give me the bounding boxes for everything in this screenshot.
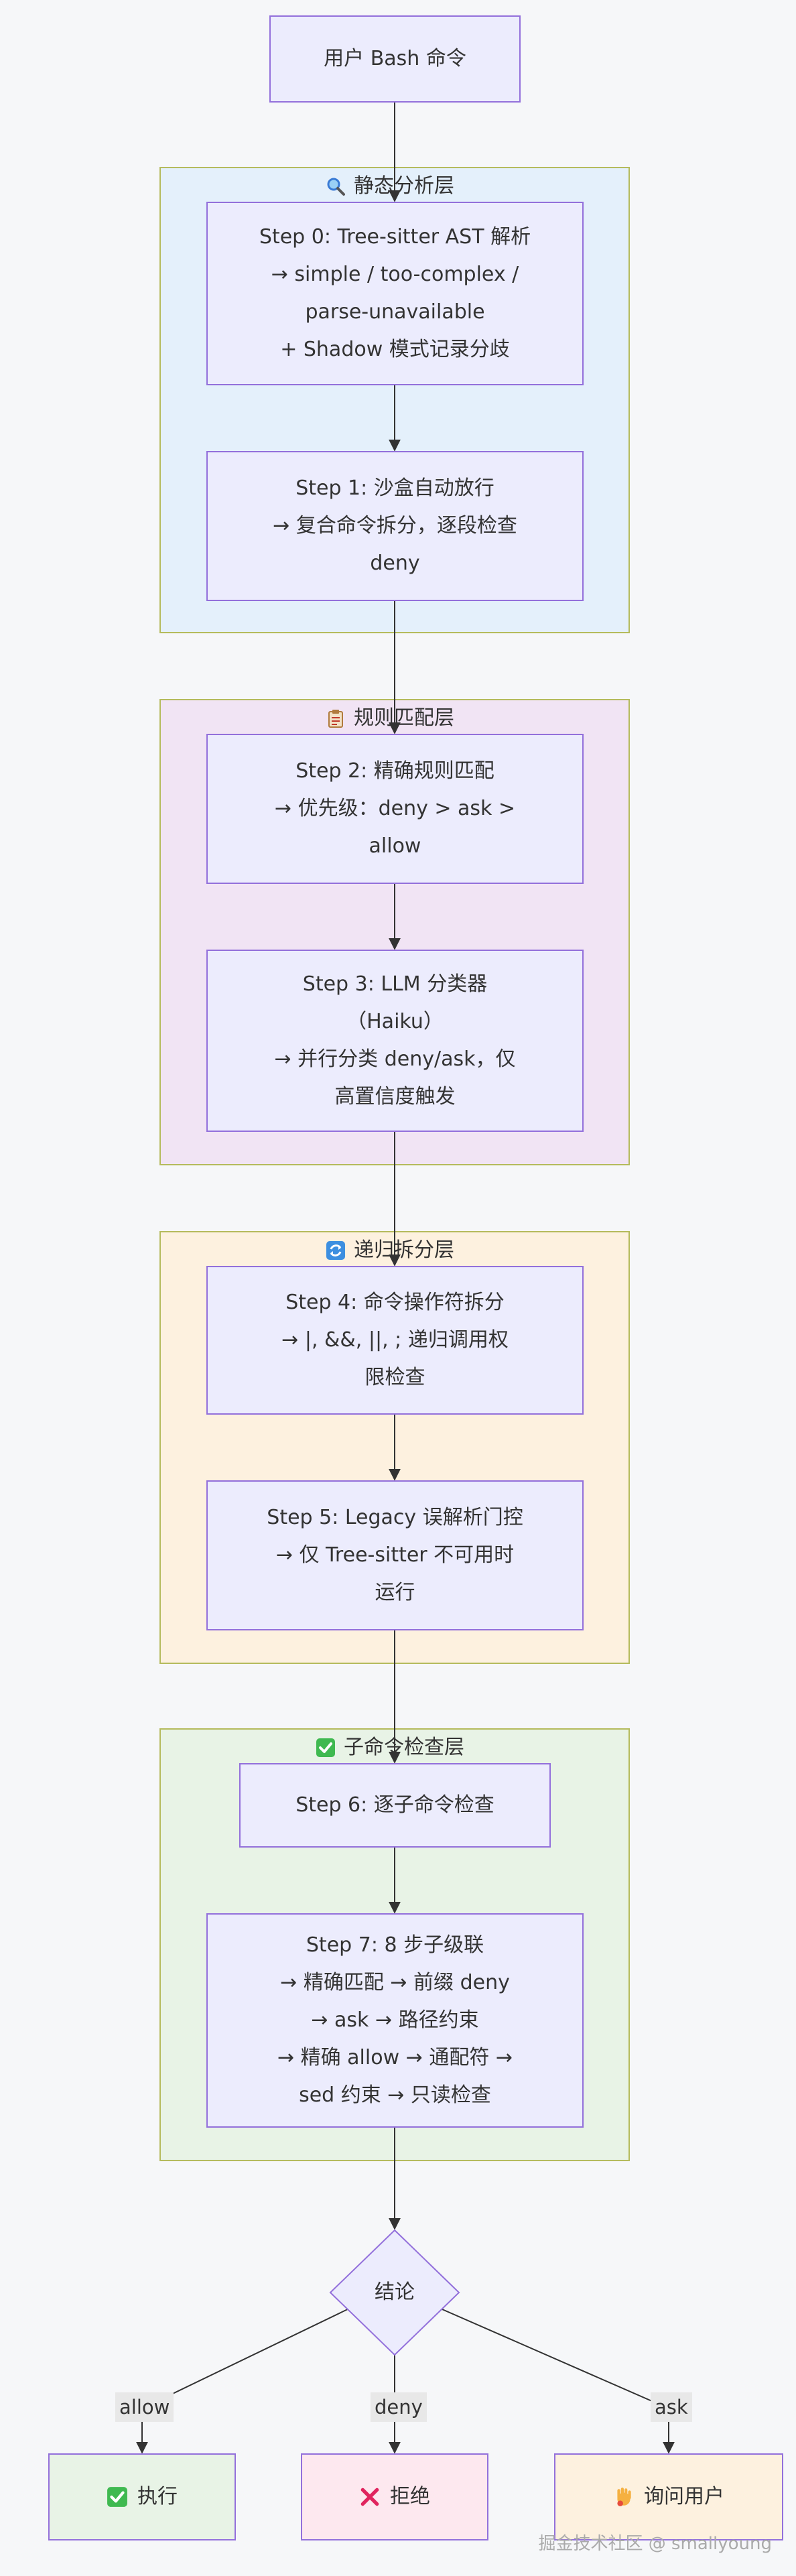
group-title-subcommand-check: 子命令检查层 bbox=[316, 1734, 464, 1761]
step-1-node bbox=[206, 451, 584, 601]
decision-label: 结论 bbox=[375, 2280, 415, 2304]
step-3-text: Step 3: LLM 分类器（Haiku）→ 并行分类 deny/ask，仅高… bbox=[274, 972, 516, 1108]
clipboard-icon bbox=[326, 708, 346, 728]
step-0-node bbox=[206, 202, 584, 385]
group-title-static-analysis: 静态分析层 bbox=[326, 173, 454, 200]
start-node bbox=[269, 15, 521, 103]
edge-label-deny: deny bbox=[371, 2392, 427, 2422]
step-3-node bbox=[206, 950, 584, 1132]
outcome-ask-node bbox=[554, 2453, 783, 2540]
check-icon bbox=[107, 2486, 128, 2508]
edge-label-allow: allow bbox=[115, 2392, 174, 2422]
outcome-execute: 执行 bbox=[49, 2454, 235, 2540]
decision-node bbox=[329, 2229, 460, 2356]
group-title-rule-matching: 规则匹配层 bbox=[326, 705, 454, 732]
step-5-text: Step 5: Legacy 误解析门控→ 仅 Tree-sitter 不可用时… bbox=[267, 1506, 523, 1604]
outcome-deny: 拒绝 bbox=[302, 2454, 488, 2540]
group-title-recursive-split: 递归拆分层 bbox=[326, 1237, 454, 1264]
step-7-text: Step 7: 8 步子级联→ 精确匹配 → 前缀 deny→ ask → 路径… bbox=[277, 1933, 513, 2107]
check-icon bbox=[316, 1738, 336, 1758]
step-2-text: Step 2: 精确规则匹配→ 优先级：deny > ask >allow bbox=[274, 759, 516, 858]
step-2-node bbox=[206, 734, 584, 884]
step-5-node bbox=[206, 1480, 584, 1630]
cycle-icon bbox=[326, 1240, 346, 1261]
outcome-deny-node bbox=[301, 2453, 488, 2540]
step-4-node bbox=[206, 1266, 584, 1415]
step-6-node bbox=[239, 1763, 551, 1848]
start-label: 用户 Bash 命令 bbox=[324, 47, 466, 70]
step-0-text: Step 0: Tree-sitter AST 解析→ simple / too… bbox=[259, 225, 531, 361]
edge-decision-ask bbox=[437, 2307, 675, 2454]
step-7-node bbox=[206, 1913, 584, 2128]
outcome-execute-node bbox=[48, 2453, 236, 2540]
raised-hand-icon bbox=[613, 2486, 635, 2508]
outcome-ask: 询问用户 bbox=[555, 2454, 783, 2540]
step-4-text: Step 4: 命令操作符拆分→ |, &&, ||, ; 递归调用权限检查 bbox=[281, 1291, 509, 1389]
magnifier-icon bbox=[326, 176, 346, 196]
step-6-text: Step 6: 逐子命令检查 bbox=[295, 1793, 494, 1817]
cross-icon bbox=[359, 2486, 381, 2508]
watermark: 掘金技术社区 @ smallyoung bbox=[538, 2534, 772, 2554]
edge-decision-allow bbox=[136, 2307, 352, 2454]
edge-label-ask: ask bbox=[651, 2392, 692, 2422]
